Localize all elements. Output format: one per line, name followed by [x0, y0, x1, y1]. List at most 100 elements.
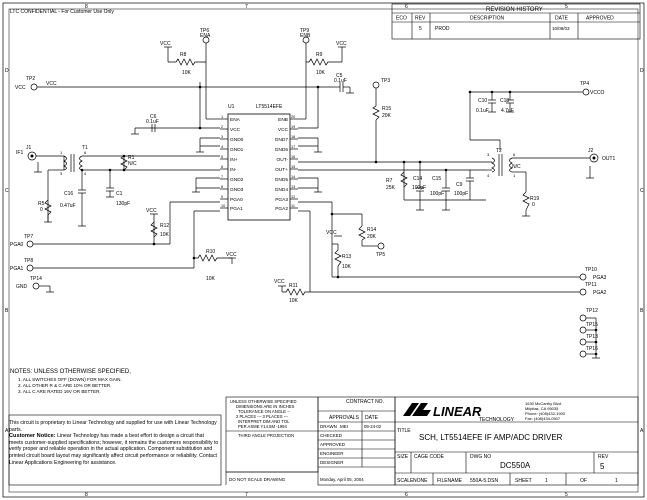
c16-label: C16 [64, 191, 73, 197]
logo-text: LINEAR [433, 404, 482, 419]
dwg-no-label: DWG NO [470, 454, 491, 460]
zone-row-label: A [640, 428, 644, 434]
r19-value: 0 [532, 202, 535, 208]
c13-value: 4.7uF [501, 108, 514, 114]
rev-col-rev: REV [415, 16, 426, 22]
u1-pin-name: PGA2 [275, 206, 288, 212]
zone-row-label: B [5, 308, 9, 314]
t1-transformer [63, 154, 106, 172]
zone-row-label: A [5, 428, 9, 434]
tp10-circle [579, 273, 587, 281]
u1-pin-number: 4 [221, 145, 223, 149]
u1-pin-number: 15 [291, 165, 295, 169]
u1-pin-number: 1 [221, 115, 223, 119]
tp15-label: TP15 [586, 322, 598, 328]
u1-pin-number: 17 [291, 145, 295, 149]
ena-label: ENA [200, 33, 211, 39]
zone-col-label: 5 [565, 4, 568, 10]
r7-label: R7 [386, 178, 393, 184]
of-label: OF [580, 478, 587, 484]
zone-col-label: 7 [245, 492, 248, 498]
t2-pin: 1 [513, 173, 516, 178]
tp3-label: TP3 [381, 78, 390, 84]
tp14-label: TP14 [30, 276, 42, 282]
tp12-circle [579, 314, 587, 322]
inner-border [8, 8, 639, 493]
print-date: Monday, April 05, 2004 [320, 477, 364, 482]
u1-pin-number: 18 [291, 135, 295, 139]
r1-label: R1 [128, 155, 135, 161]
r14-body [358, 225, 366, 241]
tp16-label: TP16 [586, 346, 598, 352]
c6-label: C6 [150, 114, 157, 120]
sheet-value: 1 [545, 478, 548, 484]
resistors [44, 105, 530, 267]
tol-line: DIMENSIONS ARE IN INCHES [236, 404, 295, 409]
t1-pin: 3 [60, 171, 63, 176]
notice-line2: Linear Technology has made a best effort… [9, 433, 219, 466]
u1-pin-number: 11 [291, 204, 295, 208]
r12-label: R12 [160, 223, 169, 229]
u1-pin-name: ENA [230, 117, 241, 123]
tp11-circle [579, 288, 587, 296]
size-label: SIZE [397, 454, 409, 460]
tp4-circle [582, 88, 590, 96]
r5-label: R5 [38, 201, 45, 207]
rev-row-rev: 5 [419, 26, 422, 32]
r1-value: N/C [128, 161, 137, 167]
address-line: Fax: (408)434-0507 [525, 416, 561, 421]
notice-line1: This circuit is proprietary to Linear Te… [9, 420, 217, 433]
r1-body [120, 155, 128, 171]
rev-col-description: DESCRIPTION [470, 16, 505, 22]
scale-label: SCALE [397, 478, 414, 484]
c15-value: 100pF [430, 191, 444, 197]
dwg-no-value: DC550A [500, 461, 531, 470]
t2-label: T2 [496, 148, 502, 154]
c15-label: C15 [432, 176, 441, 182]
gnd-label: GND [16, 284, 28, 290]
customer-notice: This circuit is proprietary to Linear Te… [9, 420, 219, 466]
r15-body [372, 105, 380, 121]
tp13-circle [579, 338, 587, 346]
of-value: 1 [615, 478, 618, 484]
r10-value: 10K [206, 276, 216, 282]
zone-col-label: 6 [405, 492, 408, 498]
u1-pin-name: GND2 [230, 177, 244, 183]
j2-label: J2 [588, 148, 594, 154]
c10-label: C10 [478, 98, 487, 104]
tp9-circle [302, 36, 310, 44]
schematic-labels: TP6 ENA TP9 ENB VCC VCC R8 10K R9 10K C5… [10, 28, 616, 352]
address-line: Phone: (408)432-1900 [525, 411, 566, 416]
u1-pin-number: 10 [221, 204, 225, 208]
r8-label: R8 [180, 52, 187, 58]
zone-row-label: B [640, 308, 644, 314]
tp9-label: TP9 [300, 28, 309, 34]
tp6-label: TP6 [200, 28, 209, 34]
t1-pin: 6 [84, 150, 87, 155]
c14-value: 100pF [412, 185, 426, 191]
zone-row-label: D [640, 68, 644, 74]
t1-pin: 4 [84, 171, 87, 176]
r5-value: 0 [40, 207, 43, 213]
linear-logo [403, 403, 431, 416]
u1-pin-name: GND0 [230, 137, 244, 143]
r9-value: 10K [316, 70, 326, 76]
title-block-text: CONTRACT NO. APPROVALS DATE DRAWN MEI 09… [229, 399, 618, 484]
title-label: TITLE [397, 428, 411, 434]
c10-value: 0.1uF [476, 108, 489, 114]
rev-value: 5 [600, 462, 605, 471]
u1-ic: U1 LT5514EFE 1ENA2VCC3GND04GND15IN+6IN-7… [220, 104, 298, 221]
u1-pin-number: 12 [291, 195, 295, 199]
t1-pin: 1 [60, 150, 63, 155]
vcco-label: VCCO [590, 90, 605, 96]
r15-label: R15 [382, 106, 391, 112]
u1-pin-name: IN+ [230, 157, 238, 163]
rev-col-approved: APPROVED [586, 16, 614, 22]
scale-value: NONE [413, 478, 428, 484]
c5-value: 0.1uF [334, 78, 347, 84]
u1-pin-name: GND4 [275, 187, 289, 193]
pga3-label: PGA3 [593, 275, 607, 281]
confidential-header: LTC CONFIDENTIAL - For Customer Use Only [10, 9, 114, 15]
rev-col-eco: ECO [396, 16, 407, 22]
c9-label: C9 [456, 182, 463, 188]
